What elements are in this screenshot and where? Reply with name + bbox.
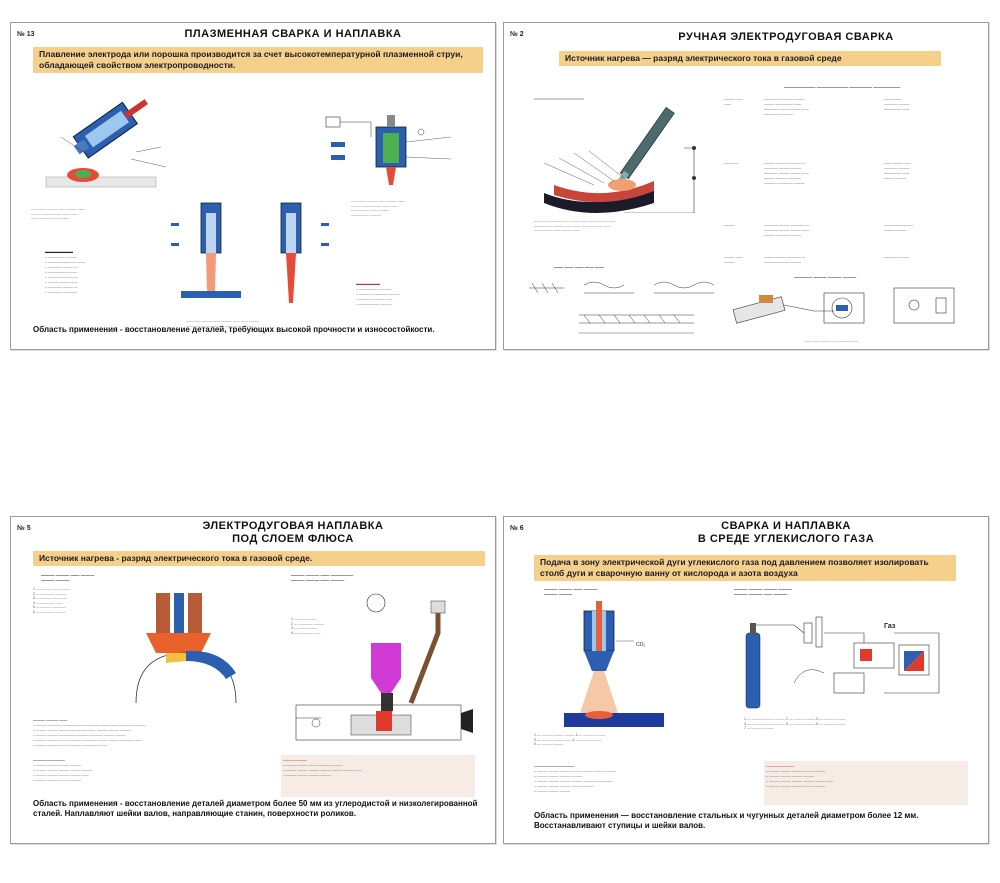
heat-source-band: Источник нагрева — разряд электрического… (559, 51, 941, 66)
setup-scheme-caption: ——— ——— ——— —————— ——— —— ——— (734, 587, 792, 597)
setup-legend: 1 — ——— ——— ——— 2 — ——— ——— 3 — ——— ———4… (744, 717, 846, 730)
poster-submerged-arc: № 5 ЭЛЕКТРОДУГОВАЯ НАПЛАВКА ПОД СЛОЕМ ФЛ… (10, 516, 496, 844)
gas-label: Газ (884, 623, 896, 630)
poster-title: СВАРКА И НАПЛАВКА В СРЕДЕ УГЛЕКИСЛОГО ГА… (604, 520, 968, 546)
svg-text:—— —— —— —— ——: —— —— —— —— —— (554, 265, 605, 270)
heat-source-band: Плавление электрода или порошка производ… (33, 47, 483, 73)
advantages-list: ▬▬▬▬▬▬▬– ————— ———– ——— ————— ——– ———— —… (45, 249, 85, 294)
arc-welding-process-diagram (534, 98, 696, 213)
setup-legend: 1 — ——— ——2 — ———— ———3 — ——— ——4 — ————… (291, 617, 324, 635)
poster-title: ПЛАЗМЕННАЯ СВАРКА И НАПЛАВКА (184, 28, 402, 40)
seam-schemes-diagram: —— —— —— —— —— (529, 265, 715, 334)
process-caption: —— —— ——— —— ——— —— —— ——— ————— —— ——— … (534, 219, 616, 232)
poster-number: № 2 (510, 31, 524, 38)
submerged-arc-diagram (135, 593, 237, 704)
automatic-welding-setup-diagram (295, 593, 473, 741)
title-line-1: ЭЛЕКТРОДУГОВАЯ НАПЛАВКА (202, 520, 384, 532)
poster-co2-welding: № 6 СВАРКА И НАПЛАВКА В СРЕДЕ УГЛЕКИСЛОГ… (503, 516, 989, 844)
application-footer: Область применения - восстановление дета… (33, 325, 435, 334)
svg-text:———— ——— ——— ———: ———— ——— ——— ——— (794, 275, 857, 280)
co2-setup-diagram: Газ (745, 616, 940, 709)
spray-caption: —— —— ——— —— ——— ————— —— ——— —— ———— ——… (351, 199, 405, 217)
heat-source-band: Подача в зону электрической дуги углекис… (534, 555, 956, 581)
disadvantages-list: ▬▬▬▬▬▬– ————— ————– ——— ————— ———– ———— … (356, 281, 400, 306)
heat-source-band: Источник нагрева - разряд электрического… (33, 551, 485, 566)
plasma-torches-diagram (171, 202, 329, 303)
poster-number: № 13 (17, 31, 35, 38)
advantages-list: ————————– ——— ——— ——— ———– ——— ——— ——— —… (33, 757, 93, 782)
title-line-1: СВАРКА И НАПЛАВКА (721, 520, 851, 532)
svg-text:CO₂: CO₂ (636, 642, 646, 648)
plasma-torch-diagram (45, 99, 167, 188)
disadvantages-list: ———————– ——— ——— ——— ——— ———– ——— ——— ——… (764, 761, 968, 805)
torches-caption: —— —— ——— —— ——— —— —— —————— —— ——— —— … (186, 319, 260, 328)
poster-title: РУЧНАЯ ЭЛЕКТРОДУГОВАЯ СВАРКА (678, 31, 894, 43)
torch-caption: —— —— ——— —— ——— ————— —— ——— —— ———— ——… (31, 207, 85, 220)
station-caption: —— —— ——— —— ——— —— (804, 339, 858, 343)
plasma-spraying-diagram (325, 115, 452, 185)
poster-number: № 6 (510, 525, 524, 532)
process-scheme-caption: ——— ——— —— —————— ——— (544, 587, 598, 597)
poster-title: ЭЛЕКТРОДУГОВАЯ НАПЛАВКА ПОД СЛОЕМ ФЛЮСА (111, 520, 475, 546)
poster-plasma-welding: № 13 ПЛАЗМЕННАЯ СВАРКА И НАПЛАВКА Плавле… (10, 22, 496, 350)
scheme-caption: ——— ——— —— —————— ——— (41, 573, 95, 583)
advantages-list: ——————————– ——— ——— ——— ——— ——— ——— ———–… (534, 763, 617, 793)
title-line-2: ПОД СЛОЕМ ФЛЮСА (232, 533, 354, 545)
scheme-legend: 1 — ——— ——— ——2 — ———— ———3 — ——— ——— —4… (33, 587, 71, 614)
co2-nozzle-diagram: CO₂ (564, 601, 664, 727)
welding-station-diagram: ———— ——— ——— ——— (732, 275, 955, 324)
preparation-table: ——————— ——————— ————— —————— ——— ———— ——… (724, 85, 913, 264)
title-line-2: В СРЕДЕ УГЛЕКИСЛОГО ГАЗА (697, 533, 875, 545)
nozzle-legend: 1 — ——— ——— ——— 2 — ——— ———3 — ——— ——— —… (534, 733, 606, 746)
disadvantages-list: ——————– ——— ——— ——— ——— ———– ——— ——— ———… (281, 755, 475, 797)
process-notes: ——— ——— ——– ——— ———— ——— ———— ——— ——— ——… (33, 717, 146, 747)
automatic-setup-caption: ——— ——— —— ———————— ——— —— ——— (291, 573, 354, 583)
application-footer: Область применения - восстановление дета… (33, 799, 478, 818)
poster-number: № 5 (17, 525, 31, 532)
poster-manual-arc-welding: № 2 РУЧНАЯ ЭЛЕКТРОДУГОВАЯ СВАРКА Источни… (503, 22, 989, 350)
application-footer: Область применения — восстановление стал… (534, 811, 919, 830)
